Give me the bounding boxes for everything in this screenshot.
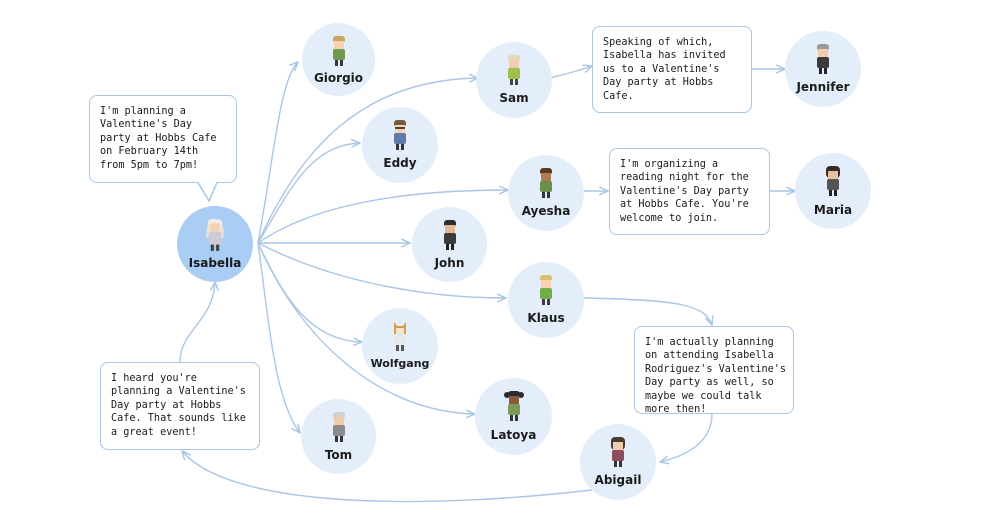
node-label: Jennifer [796,80,850,94]
edge-bubble-isabella [179,282,215,363]
node-label: Giorgio [313,71,364,85]
node-label: Eddy [383,156,417,170]
character-sprite-icon [540,168,552,198]
bubble-tail [197,182,218,203]
character-sprite-icon [443,220,456,250]
node-isabella[interactable]: Isabella [177,206,253,282]
character-sprite-icon [503,391,524,421]
speech-bubble-ayesha: I'm organizing a reading night for the V… [609,148,770,235]
node-label: Wolfgang [370,357,430,370]
character-sprite-icon [540,275,552,305]
node-label: Abigail [594,473,642,487]
node-maria[interactable]: Maria [795,153,871,229]
node-wolfgang[interactable]: Wolfgang [362,308,438,384]
edge-abigail-bubble [182,451,593,503]
edge-bubble-abigail [660,413,713,462]
node-tom[interactable]: Tom [301,399,376,474]
edge-sam-jennifer [549,66,592,79]
edge-isabella-giorgio [257,62,298,244]
node-label: Ayesha [521,204,571,218]
edge-isabella-sam [257,78,478,244]
node-label: Maria [813,203,853,217]
character-sprite-icon [817,44,829,74]
character-sprite-icon [332,36,345,66]
character-sprite-icon [394,322,406,351]
node-label: Isabella [188,256,242,270]
edge-klaus-bubble [583,297,712,325]
speech-bubble-isabella: I'm planning a Valentine's Day party at … [89,95,237,183]
node-klaus[interactable]: Klaus [508,262,584,338]
edge-isabella-ayesha [257,190,508,244]
character-sprite-icon [394,120,406,150]
character-sprite-icon [206,219,224,251]
node-sam[interactable]: Sam [476,42,552,118]
node-abigail[interactable]: Abigail [580,424,656,500]
node-label: Sam [499,91,529,105]
node-ayesha[interactable]: Ayesha [508,155,584,231]
node-john[interactable]: John [412,207,487,282]
node-giorgio[interactable]: Giorgio [302,23,375,96]
character-sprite-icon [332,412,345,442]
character-sprite-icon [508,55,520,85]
node-jennifer[interactable]: Jennifer [785,31,861,107]
character-sprite-icon [826,166,840,196]
speech-bubble-abigail: I heard you're planning a Valentine's Da… [100,362,260,450]
node-label: Latoya [490,428,537,442]
node-label: Tom [324,448,353,462]
node-label: Klaus [527,311,565,325]
edge-isabella-klaus [257,242,506,298]
edge-isabella-eddy [257,143,360,244]
speech-bubble-sam: Speaking of which, Isabella has invited … [592,26,752,113]
edge-isabella-tom [257,242,300,433]
node-latoya[interactable]: Latoya [475,378,552,455]
character-sprite-icon [611,437,625,467]
edge-isabella-latoya [257,242,475,414]
speech-bubble-klaus: I'm actually planning on attending Isabe… [634,326,794,415]
node-label: John [434,256,465,270]
node-eddy[interactable]: Eddy [362,107,438,183]
